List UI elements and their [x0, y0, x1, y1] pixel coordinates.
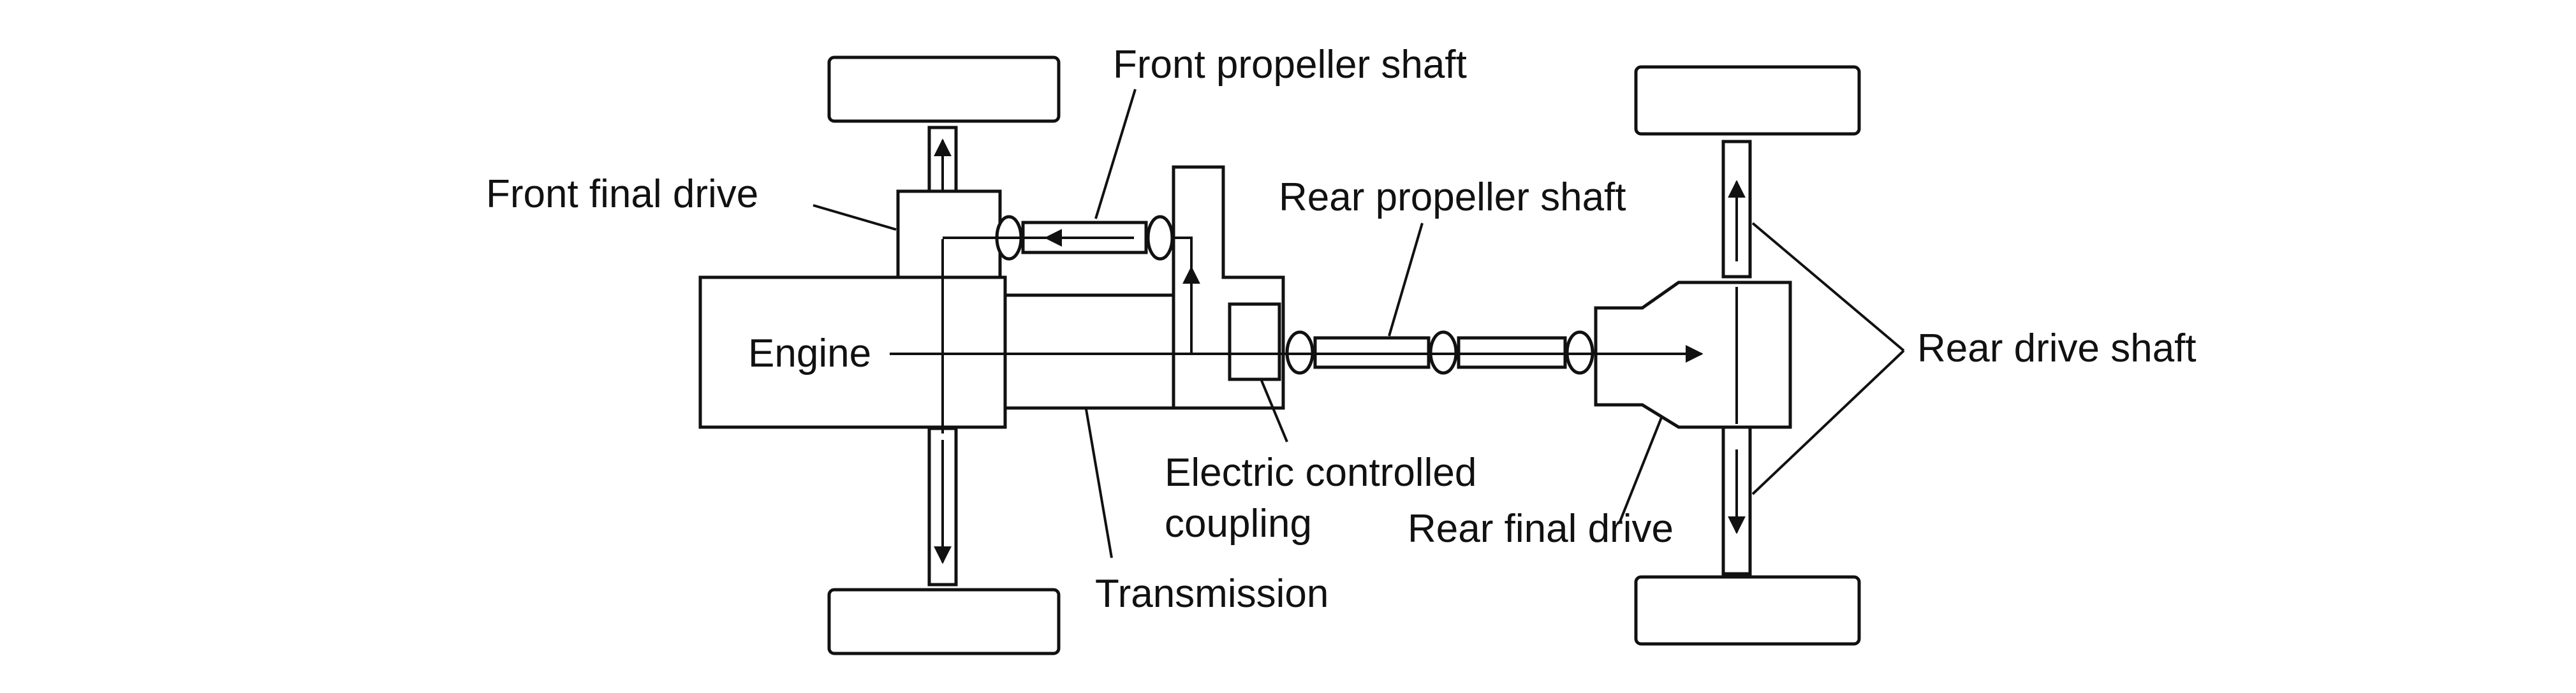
label-coupling: coupling — [1165, 502, 1312, 546]
label-front-propeller-shaft: Front propeller shaft — [1113, 43, 1467, 87]
front-propeller-joint-right — [1146, 215, 1174, 261]
leader-front-final-drive — [813, 204, 897, 231]
label-front-final-drive: Front final drive — [486, 172, 758, 216]
rear-left-wheel — [1634, 65, 1861, 136]
label-engine: Engine — [748, 332, 871, 376]
leader-transmission — [1085, 409, 1113, 558]
label-rear-propeller-shaft: Rear propeller shaft — [1279, 175, 1626, 219]
transmission-box — [1003, 293, 1176, 410]
power-flow-lines — [890, 138, 1746, 564]
leader-rear-drive-shaft-upper — [1751, 222, 1905, 352]
leader-lines — [813, 89, 1905, 558]
rear-right-wheel — [1634, 575, 1861, 646]
front-left-wheel — [827, 55, 1061, 123]
leader-rear-drive-shaft-lower — [1751, 349, 1905, 495]
leader-rear-propeller-shaft — [1388, 222, 1424, 337]
transfer-top-flow — [1174, 237, 1193, 268]
wheels — [827, 55, 1861, 655]
leader-front-propeller-shaft — [1094, 89, 1137, 219]
label-rear-drive-shaft: Rear drive shaft — [1917, 326, 2197, 370]
front-final-drive-box — [896, 189, 1002, 279]
label-transmission: Transmission — [1095, 572, 1328, 616]
label-rear-final-drive: Rear final drive — [1408, 507, 1674, 551]
leader-rear-final-drive — [1619, 417, 1663, 522]
front-right-wheel — [827, 588, 1061, 655]
coupling-box — [1228, 302, 1281, 381]
label-electric-controlled: Electric controlled — [1165, 451, 1476, 495]
labels: Front propeller shaft Front final drive … — [486, 43, 2197, 616]
leader-coupling — [1260, 380, 1288, 442]
engine-box — [698, 275, 1007, 429]
